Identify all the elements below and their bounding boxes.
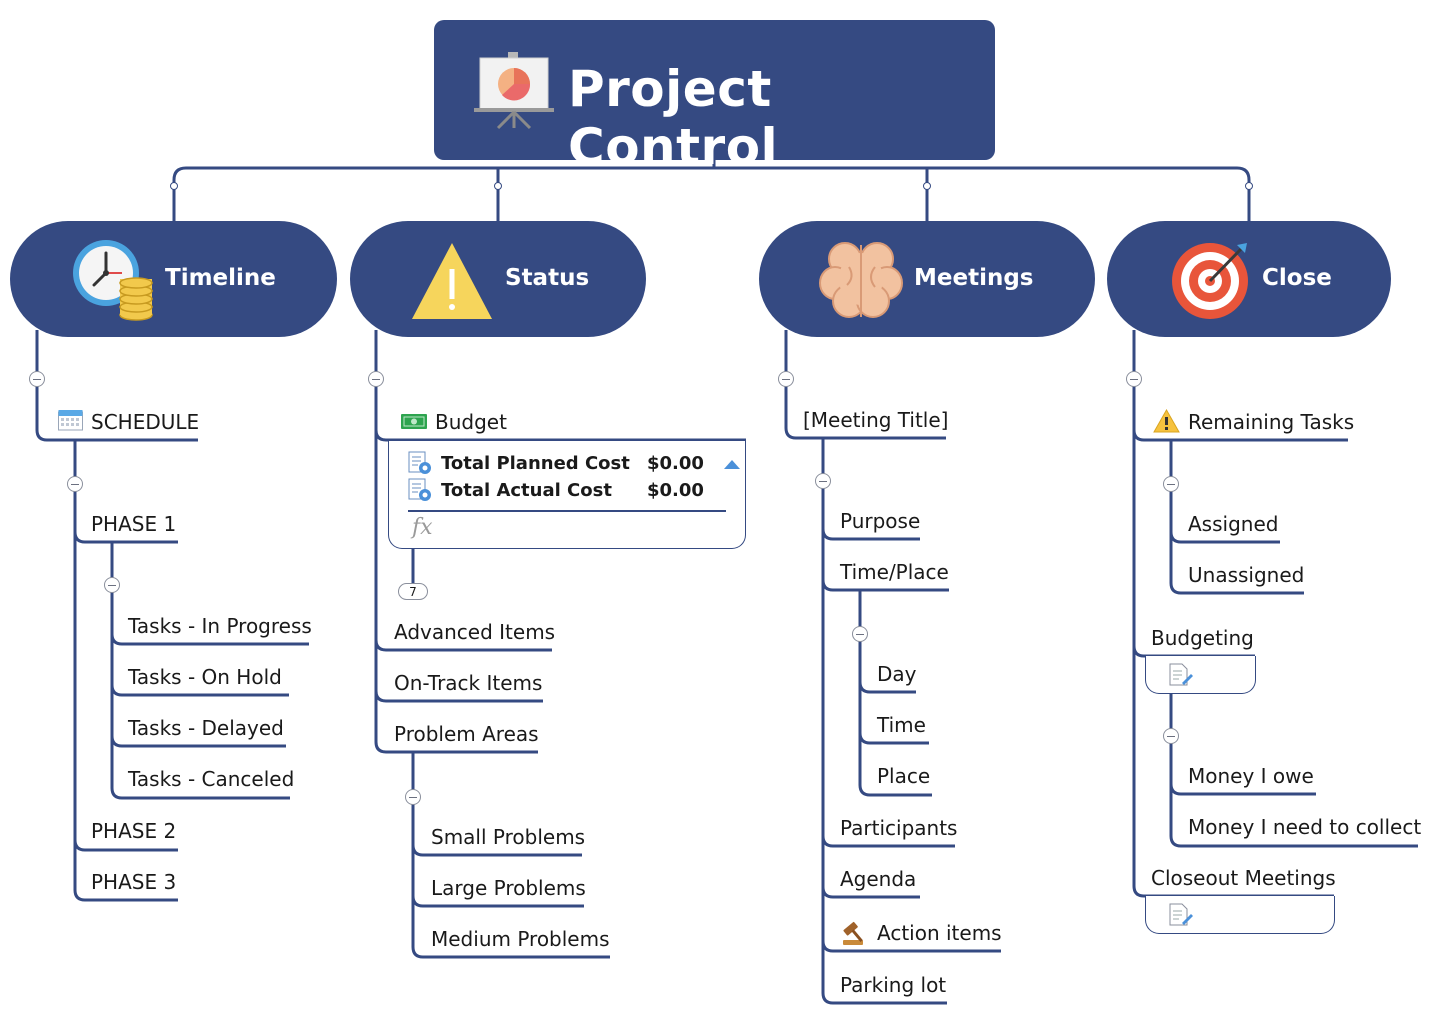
topic-problem[interactable]: Medium Problems — [431, 927, 610, 951]
gear-list-icon — [408, 478, 431, 501]
branch-meetings[interactable]: Meetings — [759, 221, 1095, 337]
collapse-toggle[interactable] — [1163, 728, 1179, 744]
connector-dot — [1245, 182, 1253, 190]
actual-cost-value: $0.00 — [647, 480, 704, 501]
topic-timeplace[interactable]: Day — [877, 662, 917, 686]
collapse-toggle[interactable] — [1126, 371, 1142, 387]
topic-status-item[interactable]: On-Track Items — [394, 671, 543, 695]
topic-money[interactable]: Money I owe — [1188, 764, 1314, 788]
topic-meeting-item[interactable]: Purpose — [840, 509, 921, 533]
branch-close[interactable]: Close — [1107, 221, 1391, 337]
warning-triangle-icon — [412, 243, 492, 319]
topic-phase-2[interactable]: PHASE 2 — [91, 819, 177, 843]
gavel-icon — [843, 921, 863, 945]
divider — [408, 510, 726, 512]
brain-icon — [819, 242, 903, 318]
topic-money[interactable]: Money I need to collect — [1188, 815, 1422, 839]
topic-phase-1[interactable]: PHASE 1 — [91, 512, 177, 536]
collapse-toggle[interactable] — [104, 577, 120, 593]
budget-properties-panel — [388, 441, 746, 549]
hidden-count-badge[interactable]: 7 — [398, 583, 428, 600]
topic-timeplace[interactable]: Place — [877, 764, 931, 788]
branch-close-label: Close — [1262, 265, 1332, 291]
target-icon — [1172, 243, 1248, 319]
topic-task[interactable]: Tasks - On Hold — [128, 665, 282, 689]
formula-field[interactable]: fx — [412, 515, 433, 540]
topic-closeout-meetings[interactable]: Closeout Meetings — [1151, 866, 1336, 890]
topic-task[interactable]: Tasks - Canceled — [128, 767, 295, 791]
collapse-toggle[interactable] — [405, 789, 421, 805]
planned-cost-label: Total Planned Cost — [441, 453, 630, 474]
topic-remaining-tasks[interactable]: Remaining Tasks — [1188, 410, 1355, 434]
collapse-toggle[interactable] — [815, 473, 831, 489]
collapse-toggle[interactable] — [29, 371, 45, 387]
topic-task[interactable]: Tasks - Delayed — [128, 716, 284, 740]
topic-schedule[interactable]: SCHEDULE — [91, 410, 200, 434]
warning-icon — [1153, 409, 1180, 433]
branch-timeline[interactable]: Timeline — [10, 221, 337, 337]
note-icon — [1169, 903, 1193, 926]
topic-phase-3[interactable]: PHASE 3 — [91, 870, 177, 894]
collapse-toggle[interactable] — [368, 371, 384, 387]
planned-cost-value: $0.00 — [647, 453, 704, 474]
calendar-icon — [58, 410, 83, 431]
connector-dot — [494, 182, 502, 190]
note-icon — [1169, 663, 1193, 686]
topic-remaining-sub[interactable]: Unassigned — [1188, 563, 1305, 587]
topic-meeting-item[interactable]: Agenda — [840, 867, 917, 891]
money-icon — [401, 414, 427, 429]
presentation-chart-icon — [474, 52, 554, 130]
topic-meeting-item[interactable]: Participants — [840, 816, 958, 840]
connector-dot — [923, 182, 931, 190]
collapse-toggle[interactable] — [778, 371, 794, 387]
topic-action-items[interactable]: Action items — [877, 921, 1002, 945]
branch-timeline-label: Timeline — [165, 265, 276, 291]
topic-task[interactable]: Tasks - In Progress — [128, 614, 312, 638]
root-title: Project Control — [568, 60, 779, 176]
gear-list-icon — [408, 451, 431, 474]
topic-meeting-item[interactable]: Parking lot — [840, 973, 947, 997]
topic-budgeting[interactable]: Budgeting — [1151, 626, 1254, 650]
connector-dot — [170, 182, 178, 190]
topic-problem[interactable]: Small Problems — [431, 825, 586, 849]
topic-meeting-title[interactable]: [Meeting Title] — [803, 408, 949, 432]
topic-remaining-sub[interactable]: Assigned — [1188, 512, 1279, 536]
root-topic[interactable]: Project Control — [434, 20, 995, 176]
branch-status[interactable]: Status — [350, 221, 646, 337]
topic-timeplace[interactable]: Time — [877, 713, 926, 737]
topic-status-item[interactable]: Problem Areas — [394, 722, 539, 746]
collapse-toggle[interactable] — [67, 476, 83, 492]
actual-cost-label: Total Actual Cost — [441, 480, 612, 501]
collapse-toggle[interactable] — [852, 626, 868, 642]
branch-meetings-label: Meetings — [914, 265, 1034, 291]
topic-budget[interactable]: Budget — [435, 410, 507, 434]
topic-problem[interactable]: Large Problems — [431, 876, 586, 900]
topic-status-item[interactable]: Advanced Items — [394, 620, 556, 644]
notes-panel[interactable] — [1145, 656, 1256, 694]
clock-coins-icon — [73, 240, 153, 321]
collapse-toggle[interactable] — [1163, 476, 1179, 492]
collapse-up-icon[interactable] — [724, 459, 740, 469]
branch-status-label: Status — [505, 265, 590, 291]
topic-meeting-item[interactable]: Time/Place — [840, 560, 949, 584]
